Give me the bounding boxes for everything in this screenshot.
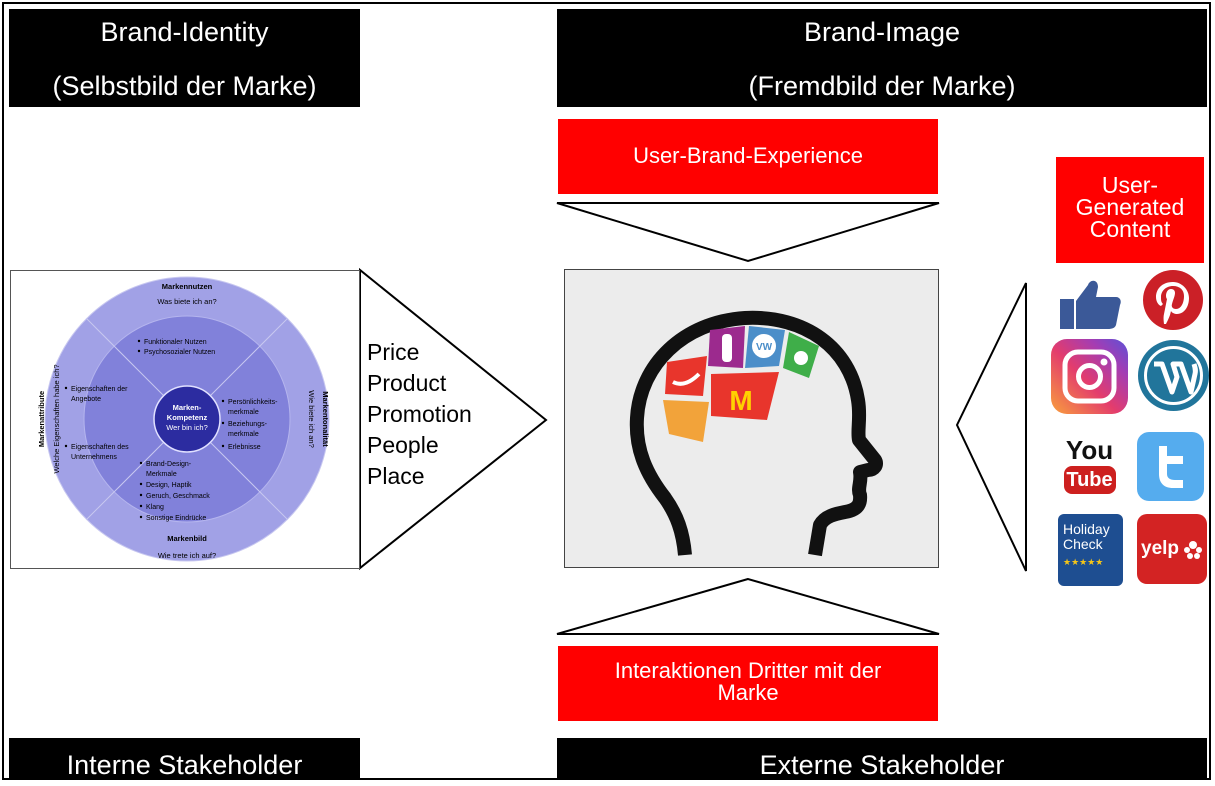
- ugc-line-2: Generated: [1075, 194, 1185, 220]
- brand-image-subtitle: (Fremdbild der Marke): [748, 71, 1016, 101]
- brand-identity-header: Brand-Identity (Selbstbild der Marke): [9, 9, 360, 107]
- marketing-p-promotion: Promotion: [367, 401, 472, 427]
- nike-logo-icon: [665, 356, 707, 396]
- head-illustration: VW M: [629, 310, 883, 557]
- interaktionen-line-2: Marke: [717, 680, 779, 705]
- circle-left-item-1a: Eigenschaften der: [71, 386, 128, 393]
- youtube-icon: You Tube: [1057, 432, 1122, 500]
- circle-right-item-2a: Beziehungs-: [228, 421, 268, 428]
- mcdonalds-logo-icon: [711, 372, 779, 420]
- yelp-icon: yelp: [1137, 514, 1207, 584]
- interne-stakeholder-bar: Interne Stakeholder: [9, 738, 360, 780]
- brand-identity-subtitle: (Selbstbild der Marke): [52, 71, 317, 101]
- circle-right-item-1b: merkmale: [228, 409, 259, 416]
- user-brand-experience-box: User-Brand-Experience: [558, 119, 938, 194]
- circle-top-item-2: Psychosozialer Nutzen: [144, 349, 215, 356]
- circle-center-sub: Wer bin ich?: [166, 423, 208, 432]
- circle-bottom-item-1a: Brand-Design-: [146, 461, 192, 468]
- circle-bottom-item-5: Sonstige Eindrücke: [146, 515, 206, 522]
- circle-right-sub: Wie biete ich an?: [307, 390, 316, 448]
- brand-identity-circle-panel: Markennutzen Was biete ich an? Funktiona…: [10, 270, 360, 569]
- yelp-label: yelp: [1141, 538, 1180, 559]
- circle-bottom-item-1b: Merkmale: [146, 471, 177, 478]
- brand-identity-title: Brand-Identity: [100, 17, 269, 47]
- ugc-line-1: User-: [1101, 172, 1159, 198]
- marketing-mix-list: Price Product Promotion People Place: [367, 337, 472, 492]
- externe-stakeholder-label: Externe Stakeholder: [759, 750, 1005, 780]
- left-arrow: [359, 267, 548, 571]
- circle-left-sub: Welche Eigenschaften habe ich?: [52, 364, 61, 473]
- lv-logo-icon: [663, 400, 709, 442]
- interaktionen-dritter-box: Interaktionen Dritter mit der Marke: [558, 646, 938, 721]
- ugc-line-3: Content: [1089, 216, 1171, 242]
- circle-center-title-2: Kompetenz: [167, 413, 208, 422]
- circle-right-title: Markentonalität: [321, 391, 330, 447]
- twitter-icon: [1137, 432, 1204, 501]
- instagram-icon: [1051, 339, 1128, 414]
- right-arrow: [955, 282, 1027, 572]
- externe-stakeholder-bar: Externe Stakeholder: [557, 738, 1207, 780]
- circle-bottom-title: Markenbild: [167, 534, 207, 543]
- head-outline: [629, 310, 883, 557]
- top-funnel-arrow: [556, 202, 940, 263]
- brand-image-title: Brand-Image: [803, 17, 961, 47]
- brand-identity-circle: Markennutzen Was biete ich an? Funktiona…: [37, 276, 330, 562]
- circle-bottom-sub: Wie trete ich auf?: [158, 551, 216, 560]
- holidaycheck-icon: Holiday Check ★★★★★: [1058, 514, 1123, 586]
- marketing-p-people: People: [367, 432, 439, 458]
- circle-top-title: Markennutzen: [162, 282, 213, 291]
- marketing-p-product: Product: [367, 370, 447, 396]
- circle-center-title: Marken-: [173, 403, 202, 412]
- circle-bottom-item-2: Design, Haptik: [146, 482, 192, 489]
- marketing-p-price: Price: [367, 339, 420, 365]
- circle-left-item-2a: Eigenschaften des: [71, 444, 129, 451]
- circle-top-sub: Was biete ich an?: [157, 297, 216, 306]
- circle-left-title: Markenattribute: [37, 391, 46, 447]
- circle-left-item-2b: Unternehmens: [71, 454, 117, 461]
- holidaycheck-line-2: Check: [1063, 536, 1103, 552]
- wordpress-icon: [1138, 340, 1209, 411]
- marketing-p-place: Place: [367, 463, 425, 489]
- circle-top-item-1: Funktionaler Nutzen: [144, 339, 207, 346]
- circle-bottom-item-3: Geruch, Geschmack: [146, 493, 210, 500]
- circle-right-item-3: Erlebnisse: [228, 444, 261, 451]
- youtube-tube: Tube: [1063, 466, 1116, 494]
- brand-image-header: Brand-Image (Fremdbild der Marke): [557, 9, 1207, 107]
- interaktionen-line-1: Interaktionen Dritter mit der: [614, 658, 882, 683]
- bottom-funnel-arrow: [556, 577, 940, 635]
- user-generated-content-box: User- Generated Content: [1056, 157, 1204, 263]
- brand-head-image: VW M: [564, 269, 939, 568]
- holidaycheck-stars: ★★★★★: [1063, 558, 1104, 568]
- holidaycheck-line-1: Holiday: [1063, 521, 1110, 537]
- circle-right-item-2b: merkmale: [228, 431, 259, 438]
- circle-right-item-1a: Persönlichkeits-: [228, 399, 278, 406]
- user-brand-experience-label: User-Brand-Experience: [633, 143, 863, 168]
- circle-left-item-1b: Angebote: [71, 396, 101, 403]
- interne-stakeholder-label: Interne Stakeholder: [66, 750, 303, 780]
- brain-logos: VW M: [663, 326, 819, 442]
- pinterest-icon: [1143, 270, 1203, 330]
- facebook-like-icon: [1058, 275, 1122, 331]
- circle-bottom-item-4: Klang: [146, 504, 164, 511]
- youtube-you: You: [1065, 435, 1114, 465]
- mcdonalds-logo-text: M: [729, 385, 752, 416]
- vw-logo-text: VW: [756, 342, 773, 353]
